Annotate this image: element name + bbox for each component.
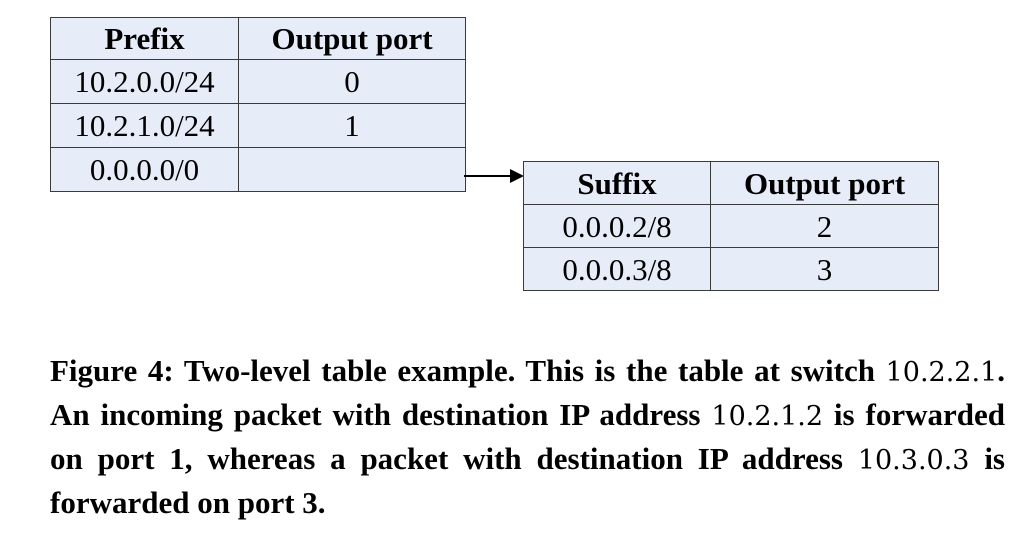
figure-caption: Figure 4: Two-level table example. This … xyxy=(50,350,1005,524)
port-cell: 0 xyxy=(238,59,466,104)
prefix-cell: 0.0.0.0/0 xyxy=(50,147,239,192)
ip-address: 10.2.2.1 xyxy=(885,357,998,388)
prefix-table-header-row: Prefix Output port xyxy=(50,17,466,60)
prefix-header: Prefix xyxy=(50,17,239,60)
ip-address: 10.3.0.3 xyxy=(857,445,970,476)
suffix-table-header-row: Suffix Output port xyxy=(523,161,939,205)
suffix-table: Suffix Output port 0.0.0.2/8 2 0.0.0.3/8… xyxy=(523,161,939,291)
prefix-cell: 10.2.0.0/24 xyxy=(50,59,239,104)
port-cell: 2 xyxy=(710,204,939,248)
prefix-table: Prefix Output port 10.2.0.0/24 0 10.2.1.… xyxy=(50,17,466,192)
suffix-cell: 0.0.0.3/8 xyxy=(523,247,711,291)
output-port-header: Output port xyxy=(238,17,466,60)
port-cell: 1 xyxy=(238,103,466,148)
table-row: 0.0.0.2/8 2 xyxy=(523,204,939,248)
table-row: 10.2.1.0/24 1 xyxy=(50,103,466,148)
table-row: 10.2.0.0/24 0 xyxy=(50,59,466,104)
table-row: 0.0.0.0/0 xyxy=(50,147,466,192)
table-row: 0.0.0.3/8 3 xyxy=(523,247,939,291)
pointer-arrow xyxy=(464,169,524,183)
port-cell xyxy=(238,147,466,192)
port-cell: 3 xyxy=(710,247,939,291)
suffix-header: Suffix xyxy=(523,161,711,205)
caption-text: is forwarded on port 1, whereas a packet… xyxy=(50,397,1005,476)
arrow-head xyxy=(510,169,524,183)
ip-address: 10.2.1.2 xyxy=(711,401,824,432)
caption-text: Figure 4: Two-level table example. This … xyxy=(50,353,886,388)
caption-text: . An incoming packet with destination IP… xyxy=(50,353,1005,432)
caption-text: is forwarded on port 3. xyxy=(50,441,1005,520)
output-port-header: Output port xyxy=(710,161,939,205)
prefix-cell: 10.2.1.0/24 xyxy=(50,103,239,148)
suffix-cell: 0.0.0.2/8 xyxy=(523,204,711,248)
